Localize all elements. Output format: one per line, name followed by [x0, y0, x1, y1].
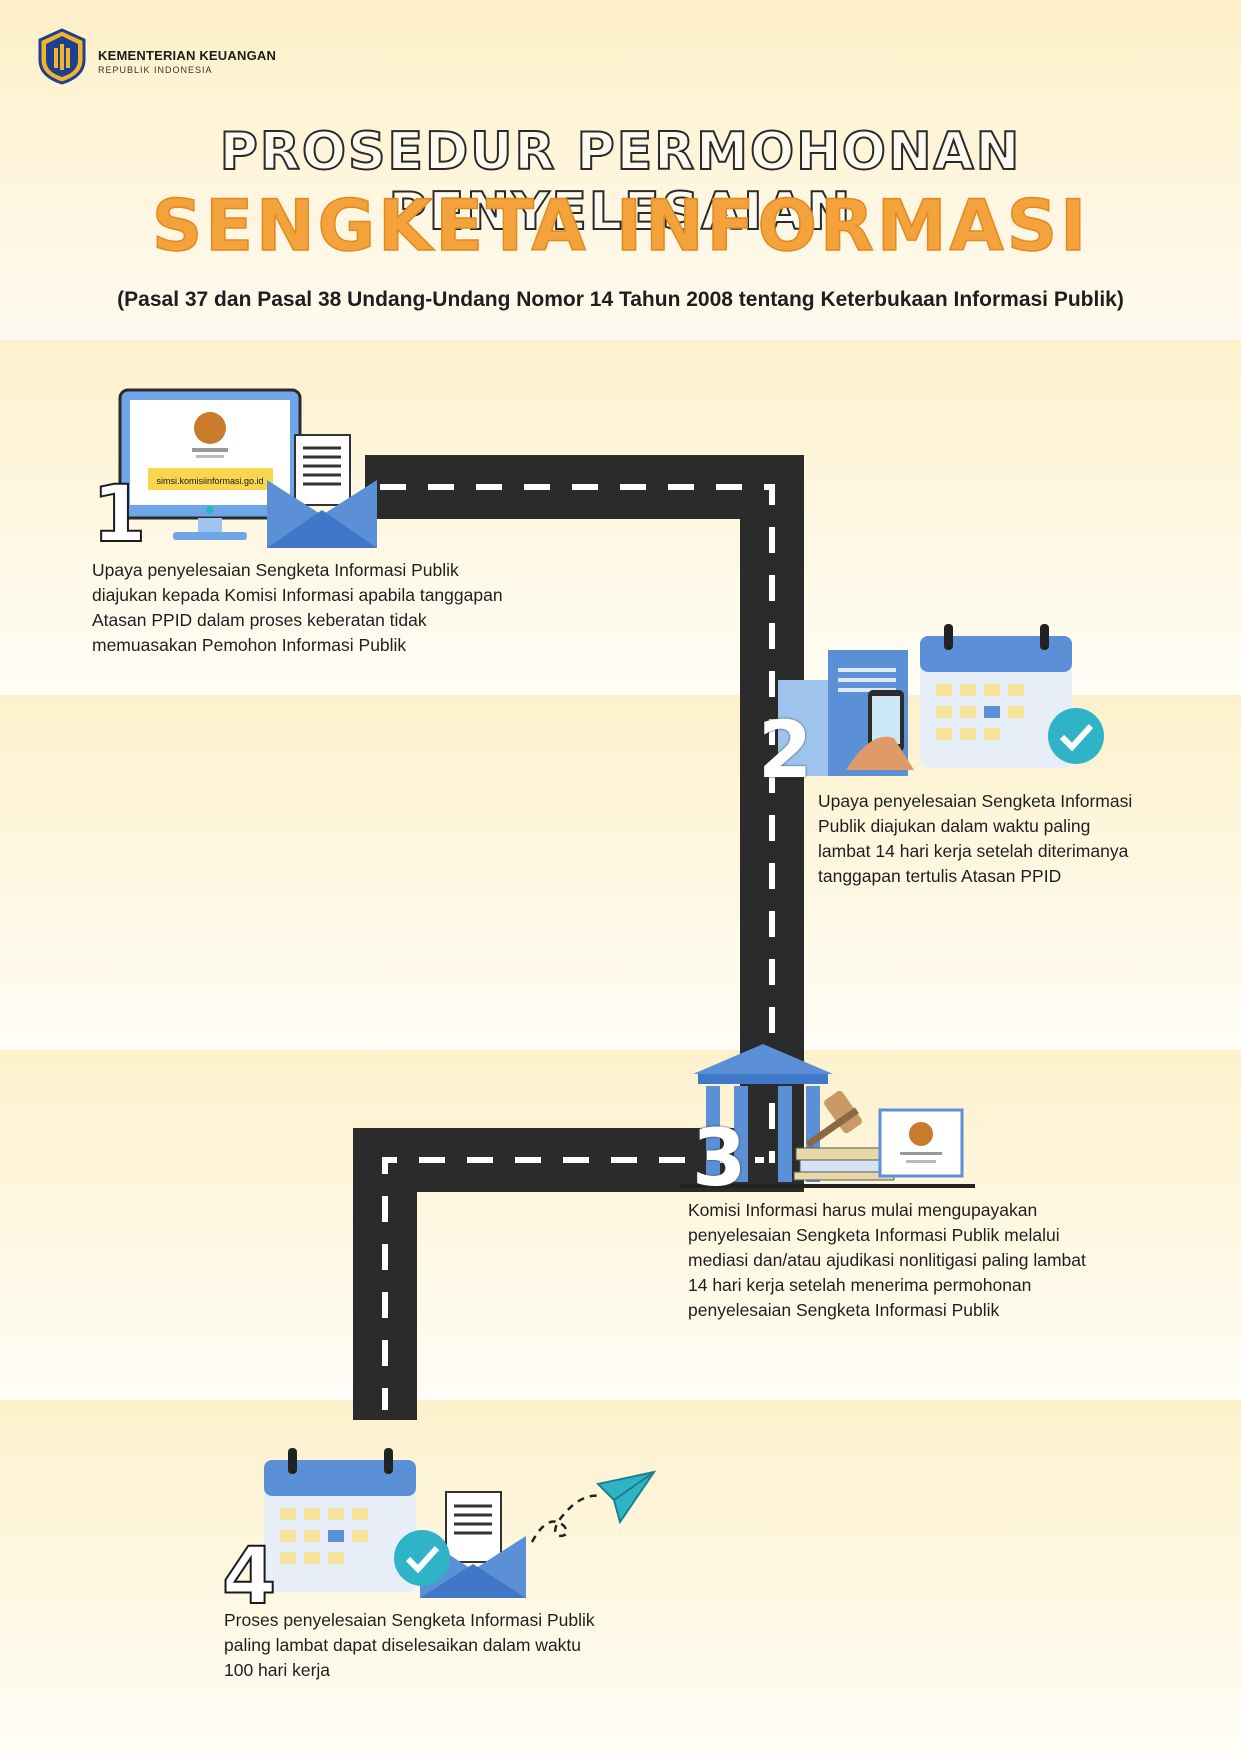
- calendar-icon: [920, 624, 1072, 768]
- step-4-line: paling lambat dapat diselesaikan dalam w…: [224, 1635, 582, 1655]
- step-4-number: 4: [221, 1532, 277, 1622]
- envelope-icon: [420, 1491, 526, 1598]
- band-step-3: [0, 1050, 1241, 1400]
- page-title-line1: PROSEDUR PERMOHONAN PENYELESAIAN: [219, 121, 1022, 243]
- ground-line: [680, 1184, 975, 1188]
- step-3-line: penyelesaian Sengketa Informasi Publik: [688, 1300, 1000, 1320]
- org-sub: REPUBLIK INDONESIA: [98, 65, 213, 75]
- page-subtitle: (Pasal 37 dan Pasal 38 Undang-Undang Nom…: [117, 288, 1124, 311]
- step-1-number: 1: [91, 470, 147, 560]
- step-3-line: Komisi Informasi harus mulai mengupayaka…: [688, 1200, 1038, 1220]
- step-1-line: Atasan PPID dalam proses keberatan tidak: [92, 610, 427, 630]
- calendar-icon: [264, 1448, 416, 1592]
- step-2-line: lambat 14 hari kerja setelah diterimanya: [818, 841, 1129, 861]
- page-title-line2: SENGKETA INFORMASI: [151, 184, 1090, 268]
- step-1-line: memuasakan Pemohon Informasi Publik: [92, 635, 407, 655]
- step-2-line: Publik diajukan dalam waktu paling: [818, 816, 1091, 836]
- step-2-number: 2: [758, 706, 813, 796]
- step-2-line: tanggapan tertulis Atasan PPID: [818, 866, 1062, 886]
- org-block: KEMENTERIAN KEUANGAN REPUBLIK INDONESIA: [98, 48, 276, 75]
- header-band: [0, 0, 1241, 340]
- step-1-line: Upaya penyelesaian Sengketa Informasi Pu…: [92, 560, 459, 580]
- check-icon: [394, 1530, 450, 1586]
- step-1-description: Upaya penyelesaian Sengketa Informasi Pu…: [92, 558, 503, 658]
- monitor-icon: simsi.komisiinformasi.go.id: [118, 388, 302, 540]
- step-4-line: Proses penyelesaian Sengketa Informasi P…: [224, 1610, 595, 1630]
- step-3-line: 14 hari kerja setelah menerima permohona…: [688, 1275, 1032, 1295]
- org-name: KEMENTERIAN KEUANGAN: [98, 48, 277, 63]
- step-2-description: Upaya penyelesaian Sengketa Informasi Pu…: [818, 789, 1132, 889]
- step-3-description: Komisi Informasi harus mulai mengupayaka…: [688, 1198, 1086, 1323]
- step-1-line: diajukan kepada Komisi Informasi apabila…: [92, 585, 503, 605]
- certificate-icon: [878, 1108, 964, 1178]
- screen-url: simsi.komisiinformasi.go.id: [156, 476, 263, 486]
- paper-plane-icon: [530, 1470, 657, 1543]
- step-2-line: Upaya penyelesaian Sengketa Informasi: [818, 791, 1133, 811]
- step-4-line: 100 hari kerja: [224, 1660, 331, 1680]
- gavel-icon: [793, 1090, 895, 1181]
- step-3-number: 3: [692, 1114, 747, 1204]
- step-3-line: mediasi dan/atau ajudikasi nonlitigasi p…: [688, 1250, 1086, 1270]
- step-3-line: penyelesaian Sengketa Informasi Publik m…: [688, 1225, 1060, 1245]
- check-icon: [1048, 708, 1104, 764]
- envelope-icon: [267, 434, 377, 548]
- documents-icon: [778, 650, 914, 776]
- ministry-logo-icon: [38, 28, 86, 85]
- band-step-4: [0, 1400, 1241, 1755]
- step-4-description: Proses penyelesaian Sengketa Informasi P…: [224, 1608, 595, 1683]
